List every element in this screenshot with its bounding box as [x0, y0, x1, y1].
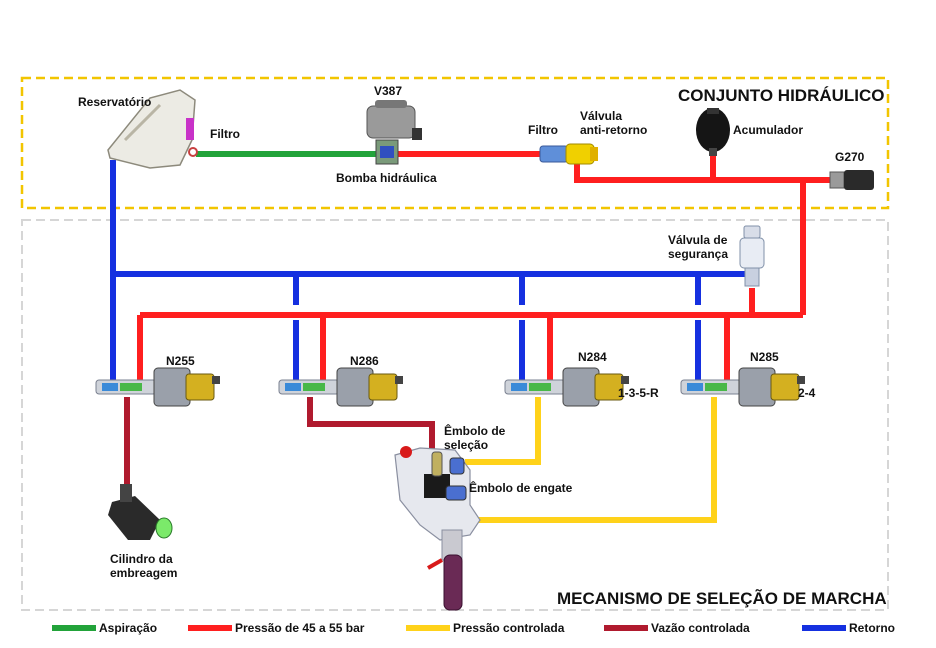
n284-label: N284	[578, 350, 607, 364]
valve-part	[336, 367, 374, 407]
pressure-lines	[137, 148, 833, 385]
hydraulic-section-frame	[20, 76, 890, 210]
filter1-label: Filtro	[210, 127, 240, 141]
valve-part	[511, 383, 527, 391]
hydraulic-section-title: CONJUNTO HIDRÁULICO	[678, 86, 885, 105]
clutch-cylinder	[108, 484, 173, 540]
solenoid-valve-n285	[680, 367, 805, 407]
safety-valve	[739, 225, 765, 287]
valve-part	[594, 373, 624, 401]
gear-24-label: 2-4	[798, 386, 816, 400]
valve-part	[687, 383, 703, 391]
valve-part	[153, 367, 191, 407]
legend-swatch	[406, 625, 450, 631]
check-valve-label-2: anti-retorno	[580, 123, 648, 137]
clutch-cylinder-label-2: embreagem	[110, 566, 178, 580]
valve-part	[621, 376, 629, 384]
safety-valve-label-2: segurança	[668, 247, 729, 261]
filter-and-check-valve	[539, 143, 598, 165]
solenoid-valves	[95, 367, 805, 407]
v387-label: V387	[374, 84, 403, 98]
valve-part	[185, 373, 215, 401]
legend-label: Pressão controlada	[453, 621, 565, 635]
reservoir-label: Reservatório	[78, 95, 152, 109]
valve-part	[529, 383, 551, 391]
gear-selector-mechanism	[394, 446, 481, 611]
check-valve-label-1: Válvula	[580, 109, 623, 123]
legend-label: Vazão controlada	[651, 621, 750, 635]
valve-part	[705, 383, 727, 391]
accumulator-label: Acumulador	[733, 123, 804, 137]
legend-swatch	[188, 625, 232, 631]
legend-swatch	[802, 625, 846, 631]
valve-part	[562, 367, 600, 407]
clutch-cylinder-label-1: Cilindro da	[110, 552, 173, 566]
n286-label: N286	[350, 354, 379, 368]
solenoid-valve-n284	[504, 367, 629, 407]
legend-item-return: Retorno	[802, 620, 895, 636]
valve-part	[120, 383, 142, 391]
reservoir	[107, 89, 198, 169]
pump-label: Bomba hidráulica	[336, 171, 437, 185]
valve-part	[770, 373, 800, 401]
solenoid-valve-n286	[278, 367, 403, 407]
accumulator	[696, 108, 730, 156]
legend-item-controlled-flow: Vazão controlada	[604, 620, 750, 636]
selection-piston-label-1: Êmbolo de	[444, 424, 506, 438]
valve-part	[395, 376, 403, 384]
mechanism-section-title: MECANISMO DE SELEÇÃO DE MARCHA	[557, 589, 887, 608]
safety-valve-label-1: Válvula de	[668, 233, 728, 247]
valve-part	[738, 367, 776, 407]
n285-label: N285	[750, 350, 779, 364]
n255-label: N255	[166, 354, 195, 368]
hydraulic-pump	[366, 100, 422, 165]
g270-label: G270	[835, 150, 865, 164]
legend-item-pressure: Pressão de 45 a 55 bar	[188, 620, 364, 636]
flow-lines	[124, 397, 435, 495]
valve-part	[212, 376, 220, 384]
selection-piston-label-2: seleção	[444, 438, 489, 452]
legend-label: Retorno	[849, 621, 895, 635]
gear-135r-label: 1-3-5-R	[618, 386, 659, 400]
valve-part	[303, 383, 325, 391]
valve-part	[797, 376, 805, 384]
filter2-label: Filtro	[528, 123, 558, 137]
valve-part	[285, 383, 301, 391]
return-lines	[110, 160, 757, 385]
valve-part	[102, 383, 118, 391]
legend-label: Pressão de 45 a 55 bar	[235, 621, 365, 635]
engagement-piston-label: Êmbolo de engate	[469, 481, 573, 495]
pressure-sensor-g270	[829, 170, 874, 190]
valve-part	[368, 373, 398, 401]
legend-item-aspiration: Aspiração	[52, 620, 157, 636]
legend-swatch	[604, 625, 648, 631]
controlled-pressure-lines	[448, 397, 717, 523]
legend-item-controlled-pressure: Pressão controlada	[406, 620, 564, 636]
solenoid-valve-n255	[95, 367, 220, 407]
legend-label: Aspiração	[99, 621, 158, 635]
legend-swatch	[52, 625, 96, 631]
